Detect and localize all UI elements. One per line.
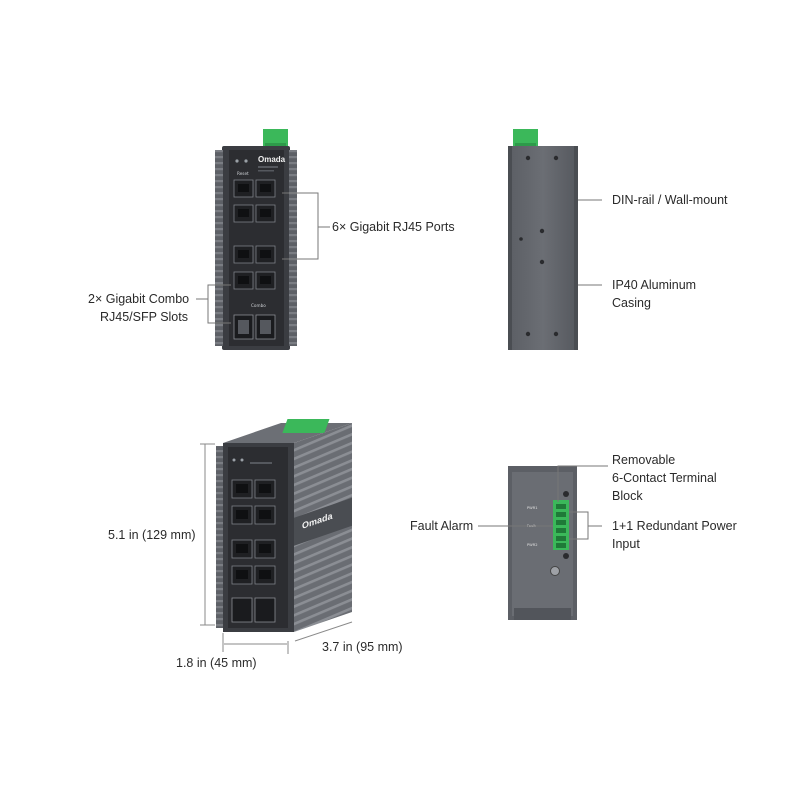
callout-redundant-power: 1+1 Redundant Power Input	[612, 517, 737, 553]
bottom-callout-lines	[478, 465, 608, 540]
side-callout-lines	[578, 199, 602, 286]
side-chassis	[508, 146, 578, 350]
front-callout-lines	[196, 192, 330, 324]
bottom-view: PWR1 Fault PWR2	[508, 466, 577, 620]
front-brand-logo: Omada	[258, 155, 286, 164]
callout-power-line-2: Input	[612, 537, 640, 551]
front-combo-label: Combo	[251, 303, 266, 308]
dimension-height: 5.1 in (129 mm)	[108, 528, 196, 542]
side-view	[508, 129, 578, 350]
dimension-lines	[200, 443, 353, 654]
callout-terminal-line-1: Removable	[612, 453, 676, 467]
callout-casing-line-2: Casing	[612, 296, 651, 310]
callout-terminal-line-3: Block	[612, 489, 643, 503]
callout-combo-slots: 2× Gigabit Combo RJ45/SFP Slots	[88, 290, 190, 326]
bottom-port-label-1: PWR1	[527, 506, 538, 510]
callout-casing-line-1: IP40 Aluminum	[612, 278, 697, 292]
dimension-depth: 3.7 in (95 mm)	[322, 640, 403, 654]
callout-terminal-line-2: 6-Contact Terminal	[612, 471, 717, 485]
front-view: Reset Omada Combo	[215, 129, 297, 350]
callout-combo-line-1: 2× Gigabit Combo	[88, 292, 190, 306]
front-terminal-connector	[263, 129, 288, 146]
front-reset-label: Reset	[237, 171, 249, 176]
callout-power-line-1: 1+1 Redundant Power	[612, 519, 737, 533]
callout-fault-alarm: Fault Alarm	[410, 519, 474, 533]
angled-terminal-connector	[282, 419, 330, 433]
ground-screw-icon	[550, 566, 560, 576]
dimension-width: 1.8 in (45 mm)	[176, 656, 257, 670]
bottom-port-label-3: PWR2	[527, 543, 538, 547]
callout-combo-line-2: RJ45/SFP Slots	[99, 310, 188, 324]
callout-din-rail: DIN-rail / Wall-mount	[612, 193, 728, 207]
side-terminal-connector	[513, 129, 538, 146]
callout-rj45-ports: 6× Gigabit RJ45 Ports	[332, 220, 455, 234]
callout-casing: IP40 Aluminum Casing	[612, 276, 696, 312]
callout-terminal-block: Removable 6-Contact Terminal Block	[612, 451, 717, 505]
front-sfp-slots	[233, 314, 276, 340]
angled-view: Omada	[216, 419, 352, 632]
